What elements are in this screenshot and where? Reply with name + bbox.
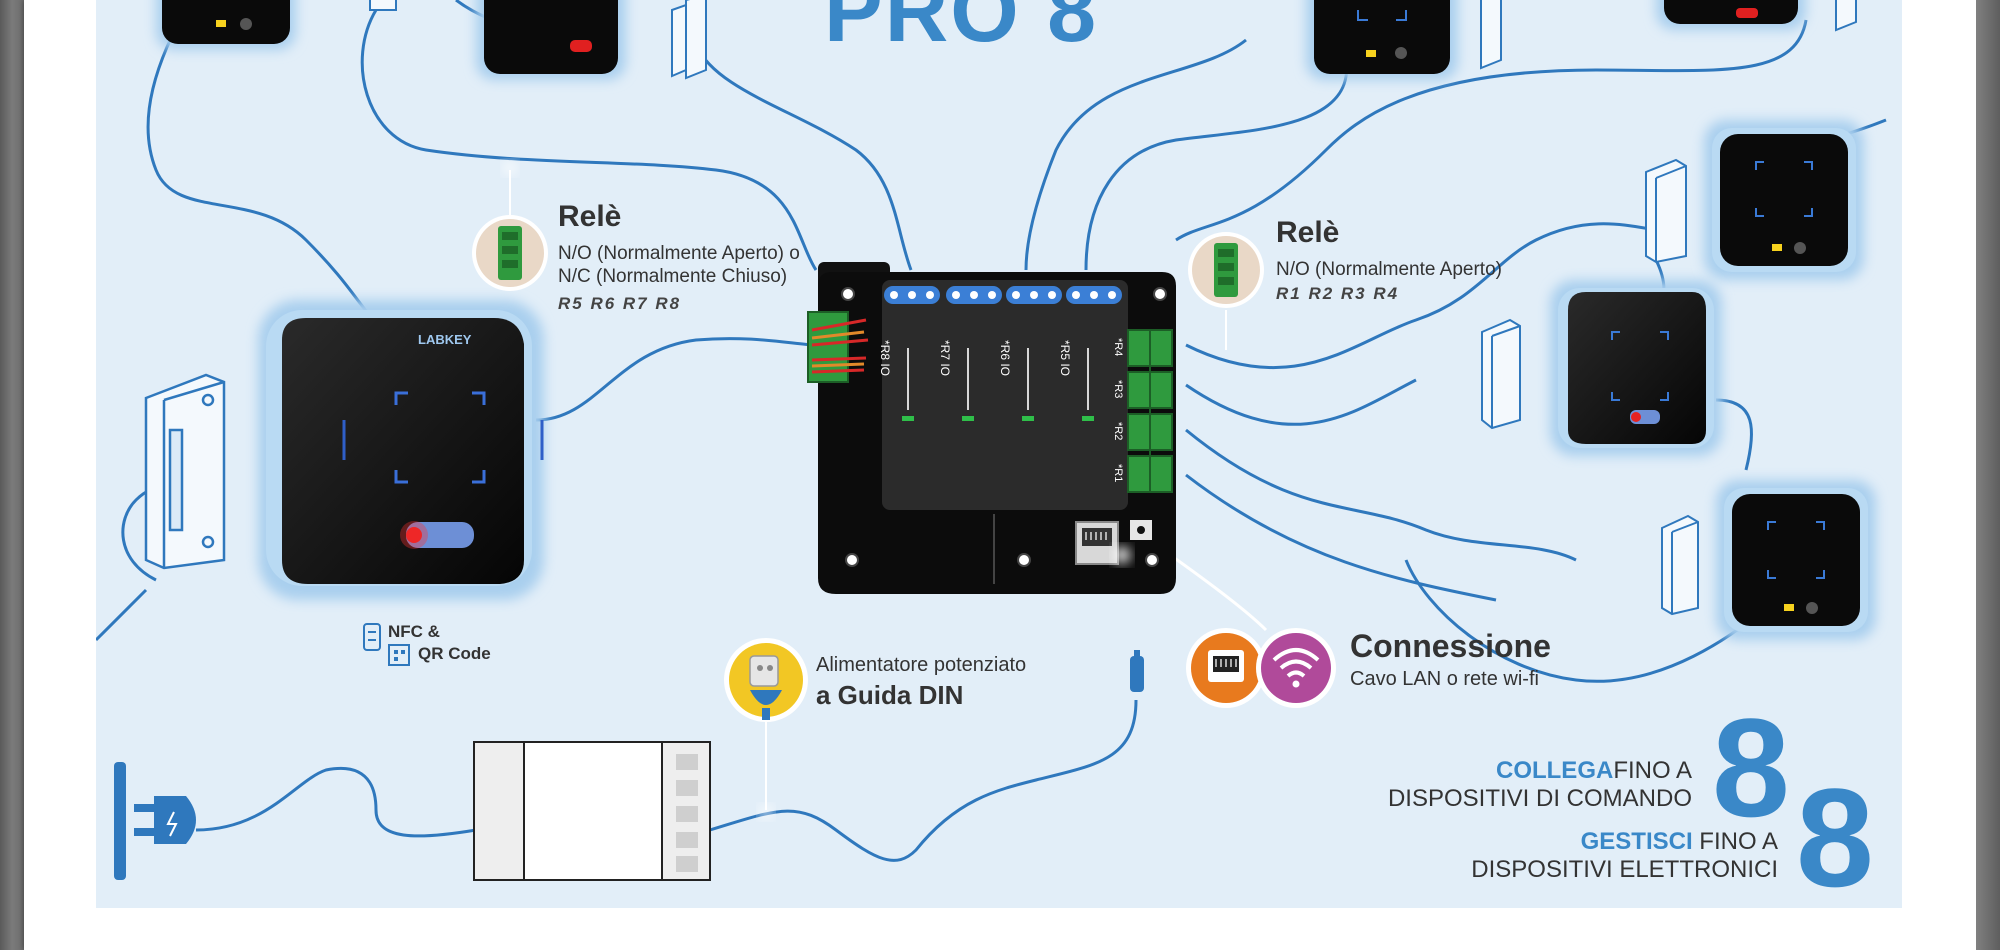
qr-code-label: QR Code (418, 644, 491, 663)
cta-manage-rest: FINO A (1692, 828, 1778, 855)
board-relay-label-4: *R5 IO (1058, 340, 1072, 377)
nfc-icon (363, 623, 381, 651)
reader-top-2 (476, 0, 626, 80)
reader-right-3 (1716, 480, 1876, 640)
relay-left-title: Relè (558, 200, 622, 233)
reader-top-4 (1656, 0, 1806, 30)
board-output-label-r1: *R1 (1112, 464, 1124, 483)
input-terminal-left (807, 311, 869, 383)
relay-left-codes: R5 R6 R7 R8 (558, 294, 682, 313)
relay-right-desc: N/O (Normalmente Aperto) (1276, 259, 1502, 280)
strike-top-4 (1835, 0, 1857, 32)
cta-connect-number: 8 (1712, 689, 1790, 846)
cta-manage-highlight: GESTISCI (1580, 828, 1693, 855)
board-output-label-r3: *R3 (1112, 380, 1124, 399)
electric-strike-left (144, 373, 226, 570)
strike-right-3 (1661, 514, 1699, 616)
board-relay-label-3: *R6 IO (998, 340, 1012, 377)
relay-right-title: Relè (1276, 216, 1340, 249)
power-supply-label-1: Alimentatore potenziato (816, 654, 1027, 676)
strike-right-2 (1481, 318, 1521, 430)
power-supply-label-2: a Guida DIN (816, 680, 964, 710)
reader-right-2 (1550, 280, 1722, 456)
terminal-block-icon-left (472, 162, 548, 291)
relay-left-desc-2: N/C (Normalmente Chiuso) (558, 266, 788, 287)
board-output-label-r2: *R2 (1112, 422, 1124, 441)
lan-port-icon (1186, 628, 1266, 708)
board-relay-label-2: *R7 IO (938, 340, 952, 377)
terminal-block-icon-right (1188, 232, 1264, 350)
brand-heading: PRO 8 (824, 0, 1099, 60)
cta-connect-line-2: DISPOSITIVI DI COMANDO (1387, 785, 1692, 812)
wiring-diagram: LABKEY (96, 0, 1887, 881)
scrollbar-gutter[interactable] (1976, 0, 2000, 950)
strike-right-1 (1645, 158, 1687, 264)
qr-code-icon (388, 644, 410, 666)
cta-connect-rest: FINO A (1613, 757, 1692, 784)
connection-subtitle: Cavo LAN o rete wi-fi (1350, 668, 1539, 690)
product-poster: LABKEY (96, 0, 1902, 908)
reader-logo: LABKEY (418, 332, 472, 347)
cta-connect-highlight: COLLEGA (1495, 757, 1614, 784)
wifi-icon (1256, 628, 1336, 708)
connection-title: Connessione (1350, 628, 1551, 664)
relay-right-codes: R1 R2 R3 R4 (1276, 284, 1400, 303)
cta-connect-line-1: COLLEGAFINO A (1296, 757, 1692, 785)
relay-left-desc-1: N/O (Normalmente Aperto) o (558, 243, 800, 264)
power-plug-icon (724, 638, 808, 818)
lan-port-icon-board (1075, 521, 1119, 565)
controller-board (807, 262, 1176, 594)
nfc-label: NFC & (388, 622, 440, 641)
din-power-supply (473, 741, 711, 881)
cable-jack (1130, 650, 1144, 692)
strike-top-2 (671, 0, 707, 80)
reader-right-1 (1704, 120, 1864, 280)
cta-manage-line-2: DISPOSITIVI ELETTRONICI (1471, 856, 1778, 883)
relay-output-terminals (1127, 329, 1173, 493)
board-output-label-r4: *R4 (1112, 338, 1124, 357)
board-relay-label-1: *R8 IO (878, 340, 892, 377)
strike-top-3 (1480, 0, 1502, 70)
reader-top-3 (1306, 0, 1458, 80)
nfc-reader-large: LABKEY (258, 300, 544, 600)
strike-top-1 (369, 0, 397, 11)
wall-plug-icon (114, 762, 196, 880)
cta-manage-number: 8 (1796, 759, 1874, 908)
reader-top-1 (156, 0, 296, 50)
cta-manage-line-1: GESTISCI FINO A (1296, 828, 1778, 856)
